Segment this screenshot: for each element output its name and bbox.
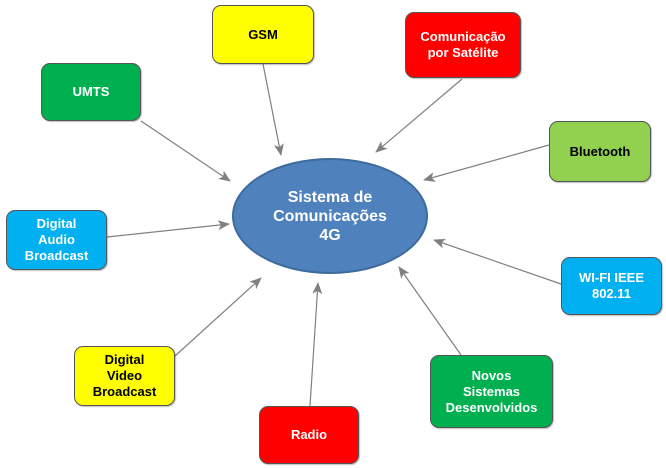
arrow-radio (309, 282, 323, 407)
node-wifi-ieee-80211: WI-FI IEEE 802.11 (561, 257, 662, 315)
node-umts: UMTS (41, 63, 141, 121)
arrow-satelite (375, 78, 463, 153)
arrow-dvb (174, 277, 262, 357)
arrow-novos (398, 266, 462, 356)
arrow-dab (106, 220, 230, 238)
node-gsm: GSM (212, 5, 314, 64)
arrow-gsm (262, 63, 284, 156)
node-bluetooth: Bluetooth (549, 121, 651, 182)
arrow-bluetooth (423, 144, 550, 182)
node-digital-audio-broadcast: Digital Audio Broadcast (6, 210, 107, 270)
arrow-wifi (433, 238, 562, 285)
node-new-developed-systems: Novos Sistemas Desenvolvidos (430, 355, 553, 428)
node-radio: Radio (259, 406, 359, 464)
center-system-ellipse: Sistema de Comunicações 4G (232, 158, 428, 274)
node-satellite-communication: Comunicação por Satélite (405, 12, 521, 78)
node-digital-video-broadcast: Digital Video Broadcast (74, 346, 175, 406)
arrow-umts (140, 120, 231, 182)
